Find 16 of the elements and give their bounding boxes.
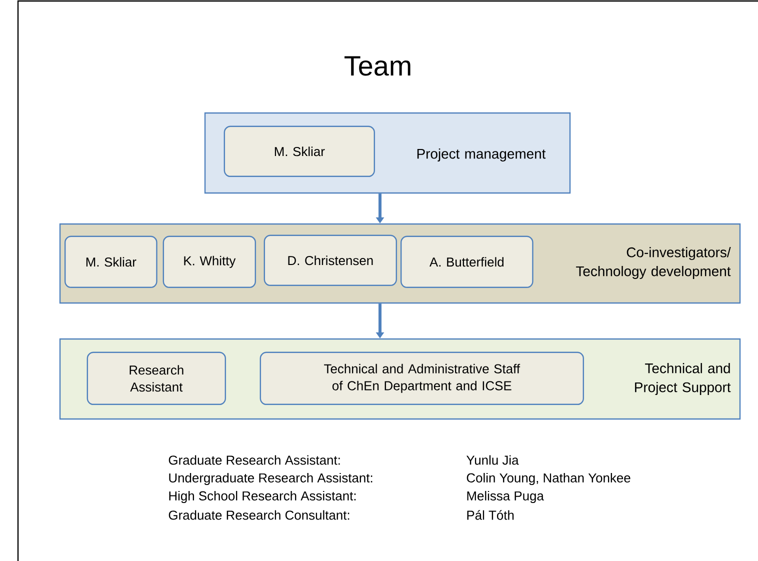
table-text: Yunlu Jia [466,455,519,465]
table-text: Melissa Puga [467,490,544,504]
name-box: Research Assistant [86,352,226,405]
name-box: A. Butterfield [400,236,534,288]
table-text: Pál Tóth [467,510,514,520]
name-box: D. Christensen [264,234,397,286]
table-text: Graduate Research Assistant: [168,455,340,465]
table-text: Colin Young, Nathan Yonkee [466,472,630,486]
title: Team [344,56,410,76]
table-text: High School Research Assistant: [169,490,356,504]
name-box: M. Skliar [224,126,375,177]
table-text: Graduate Research Consultant: [168,510,350,520]
name-box: Technical and Administrative Staff of ChEn Department and ICSE [260,352,584,405]
name-box: K. Whitty [162,236,256,288]
name-box: M. Skliar [64,236,158,288]
table-text: Undergraduate Research Assistant: [169,472,372,486]
